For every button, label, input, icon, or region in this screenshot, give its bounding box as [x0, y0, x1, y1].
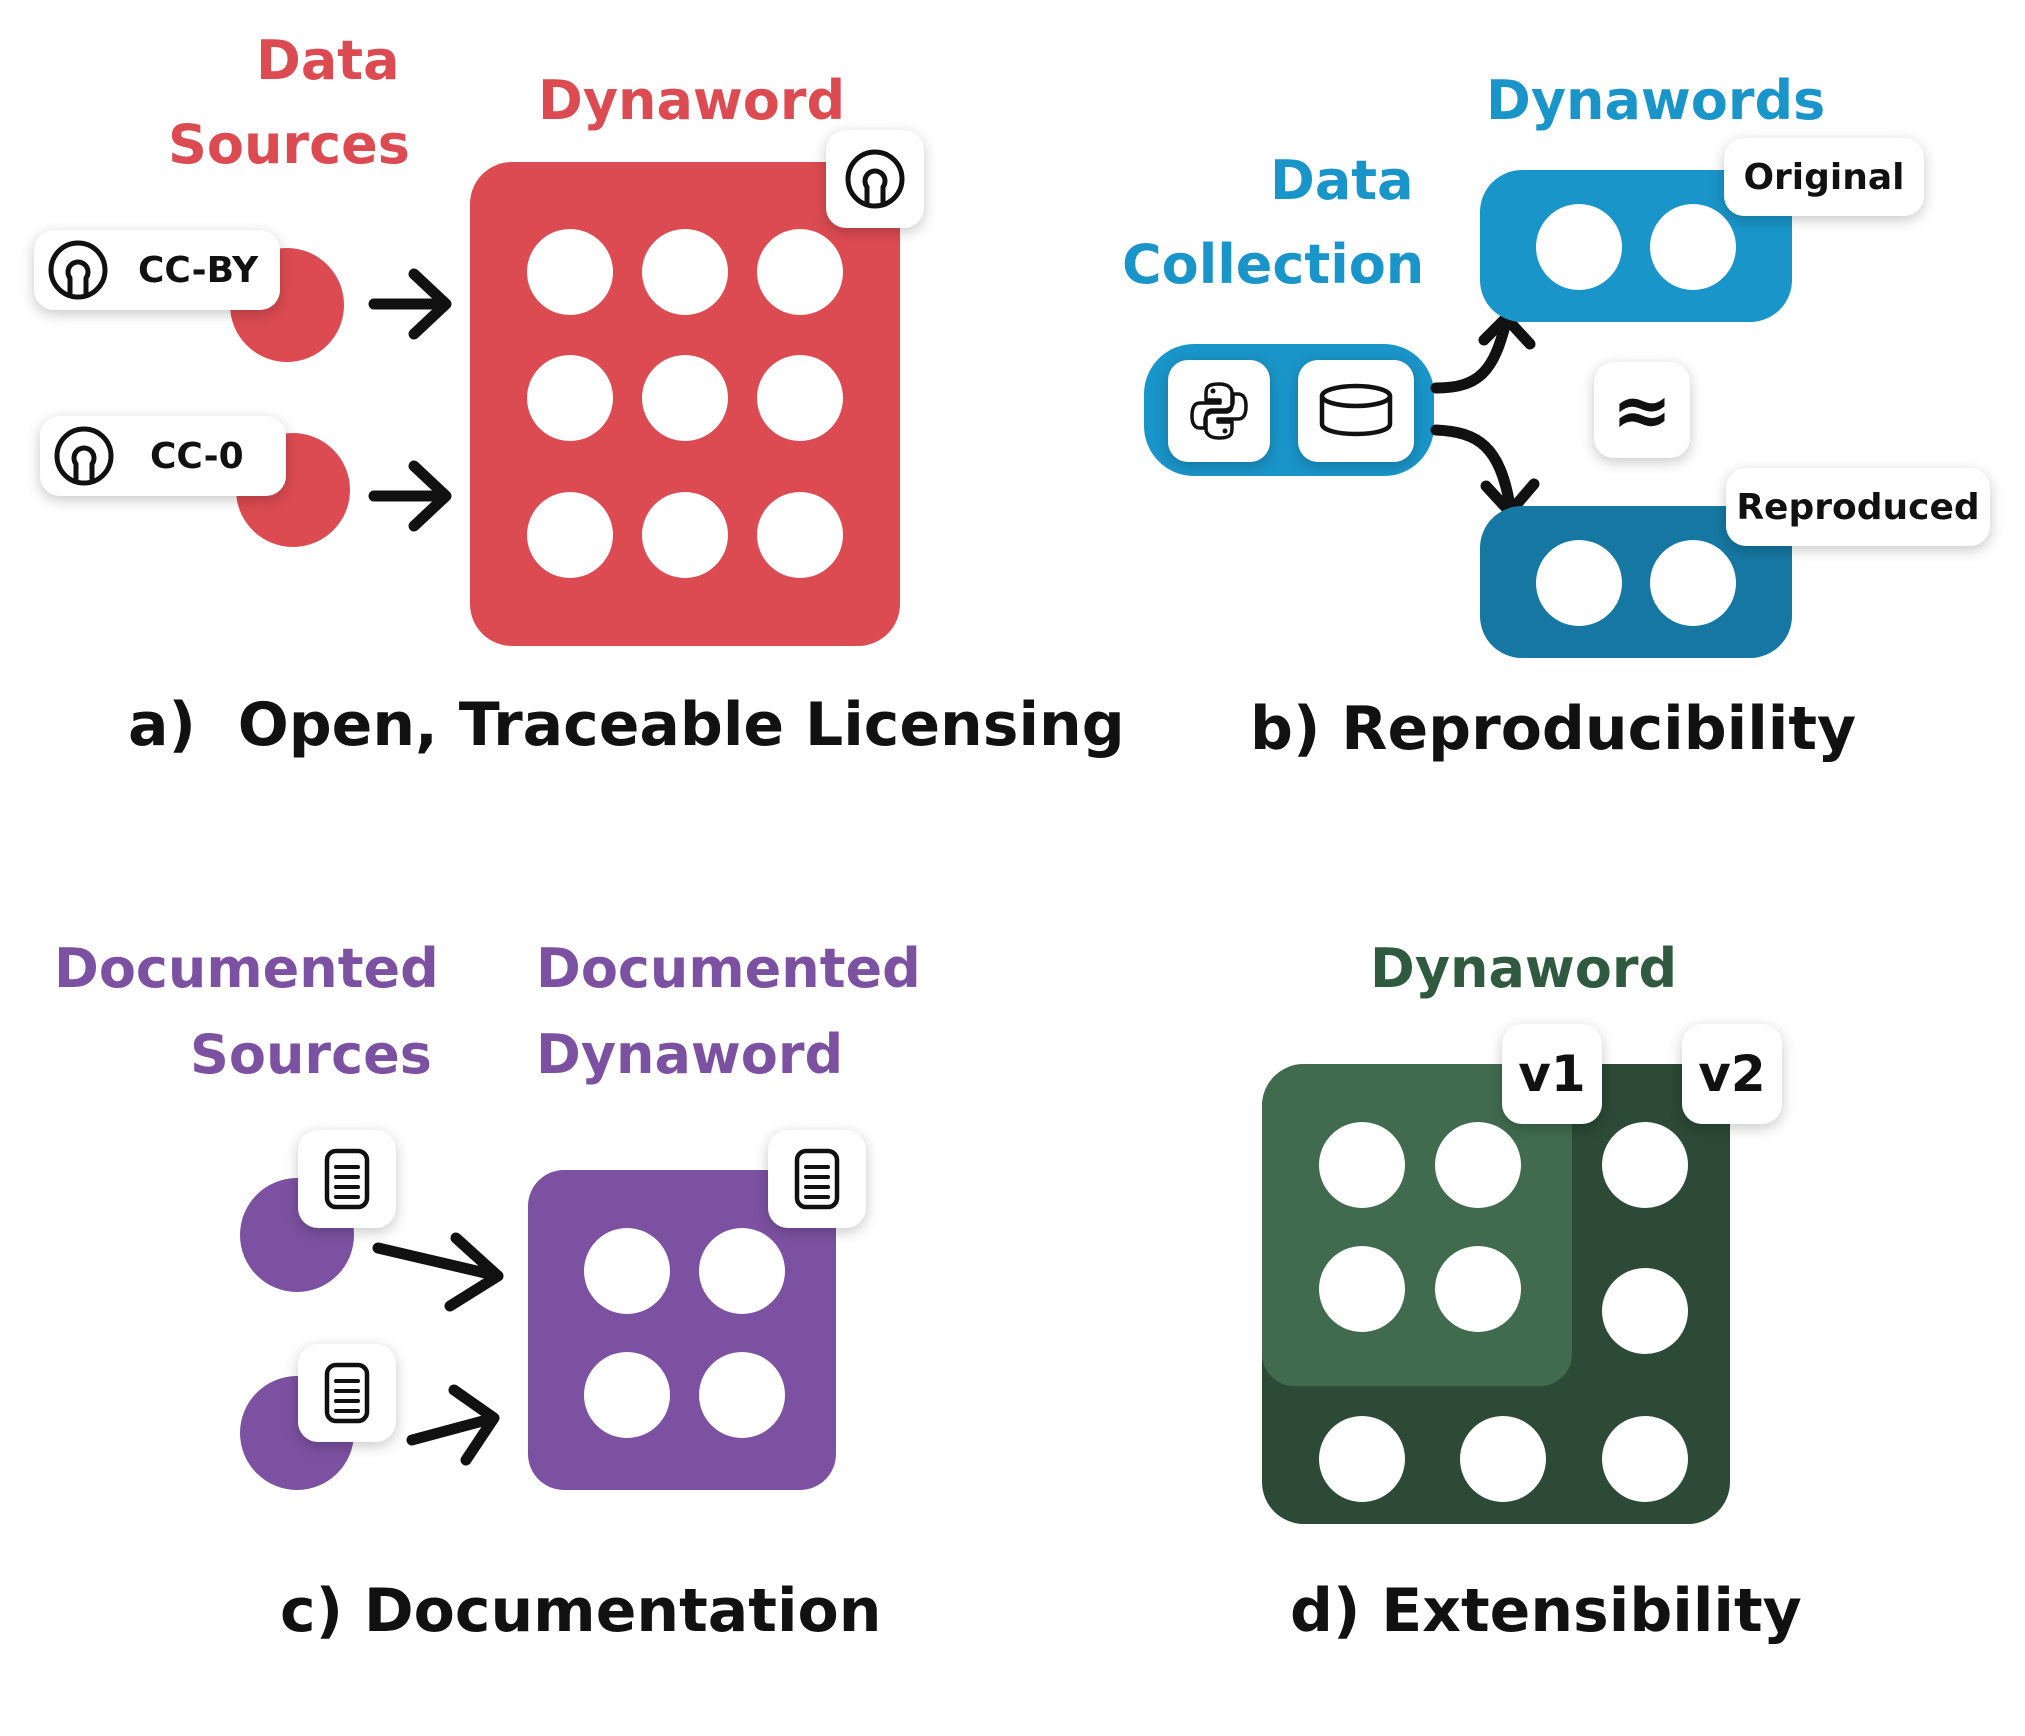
dynaword-block	[470, 162, 900, 646]
documented-dynaword-title-line1: Documented	[536, 937, 921, 1000]
reproduced-label-card: Reproduced	[1726, 468, 1990, 546]
document-icon	[794, 1148, 840, 1210]
document-dot	[584, 1228, 670, 1314]
arrow-right-icon	[368, 460, 452, 532]
license-pill-cc-0: CC-0	[40, 416, 286, 496]
document-dot	[642, 492, 728, 578]
dynawords-title: Dynawords	[1486, 69, 1826, 132]
reproduced-label: Reproduced	[1736, 486, 1980, 528]
database-card	[1298, 360, 1414, 462]
document-dot	[527, 355, 613, 441]
document-dot	[1536, 540, 1622, 626]
original-label: Original	[1743, 156, 1905, 198]
arrow-right-icon	[372, 1232, 504, 1312]
document-icon	[324, 1362, 370, 1424]
license-pill-cc-by: CC-BY	[34, 230, 280, 310]
original-label-card: Original	[1724, 138, 1924, 216]
document-dot	[1319, 1416, 1405, 1502]
document-dot	[527, 229, 613, 315]
v2-label-card: v2	[1682, 1024, 1782, 1124]
database-icon	[1319, 383, 1393, 437]
document-dot	[1435, 1246, 1521, 1332]
document-dot	[642, 229, 728, 315]
data-collection-title-line2: Collection	[1122, 233, 1425, 296]
v2-label: v2	[1698, 1045, 1766, 1103]
data-sources-title-line2: Sources	[168, 113, 410, 176]
dynaword-doc-card	[768, 1130, 866, 1228]
v1-label-card: v1	[1502, 1024, 1602, 1124]
approx-card: ≈	[1594, 362, 1690, 458]
documented-dynaword-title-line2: Dynaword	[536, 1023, 844, 1086]
document-dot	[1435, 1122, 1521, 1208]
document-dot	[757, 229, 843, 315]
data-collection-pill	[1144, 344, 1434, 476]
license-label-cc-0: CC-0	[150, 435, 244, 477]
arrow-right-icon	[406, 1384, 500, 1466]
document-dot	[1602, 1268, 1688, 1354]
python-card	[1168, 360, 1270, 462]
arrow-right-icon	[368, 268, 452, 340]
dynaword-title: Dynaword	[538, 69, 846, 132]
caption-d: d) Extensibility	[1290, 1576, 1802, 1646]
data-sources-title-line1: Data	[256, 29, 400, 92]
license-label-cc-by: CC-BY	[138, 249, 259, 291]
document-dot	[584, 1352, 670, 1438]
source-doc-card	[298, 1130, 396, 1228]
caption-a: a) Open, Traceable Licensing	[128, 690, 1125, 760]
approx-symbol: ≈	[1611, 368, 1673, 452]
open-source-icon	[845, 149, 905, 209]
document-dot	[1650, 204, 1736, 290]
document-dot	[1650, 540, 1736, 626]
document-dot	[1602, 1122, 1688, 1208]
caption-c: c) Documentation	[280, 1576, 882, 1646]
document-dot	[699, 1228, 785, 1314]
document-dot	[642, 355, 728, 441]
document-dot	[699, 1352, 785, 1438]
dynaword-v2-block	[1262, 1064, 1730, 1524]
v1-label: v1	[1518, 1045, 1586, 1103]
document-dot	[1319, 1246, 1405, 1332]
document-dot	[1536, 204, 1622, 290]
document-dot	[757, 492, 843, 578]
document-dot	[527, 492, 613, 578]
extensible-dynaword-title: Dynaword	[1370, 937, 1678, 1000]
open-source-icon	[48, 240, 108, 300]
documented-sources-title-line2: Sources	[190, 1023, 432, 1086]
document-dot	[757, 355, 843, 441]
source-doc-card	[298, 1344, 396, 1442]
python-icon	[1190, 382, 1248, 440]
document-dot	[1319, 1122, 1405, 1208]
documented-sources-title-line1: Documented	[54, 937, 439, 1000]
document-icon	[324, 1148, 370, 1210]
document-dot	[1460, 1416, 1546, 1502]
caption-b: b) Reproducibility	[1250, 694, 1857, 764]
document-dot	[1602, 1416, 1688, 1502]
license-badge	[826, 130, 924, 228]
open-source-icon	[54, 426, 114, 486]
data-collection-title-line1: Data	[1270, 149, 1414, 212]
reproduced-dynaword-pill	[1480, 506, 1792, 658]
